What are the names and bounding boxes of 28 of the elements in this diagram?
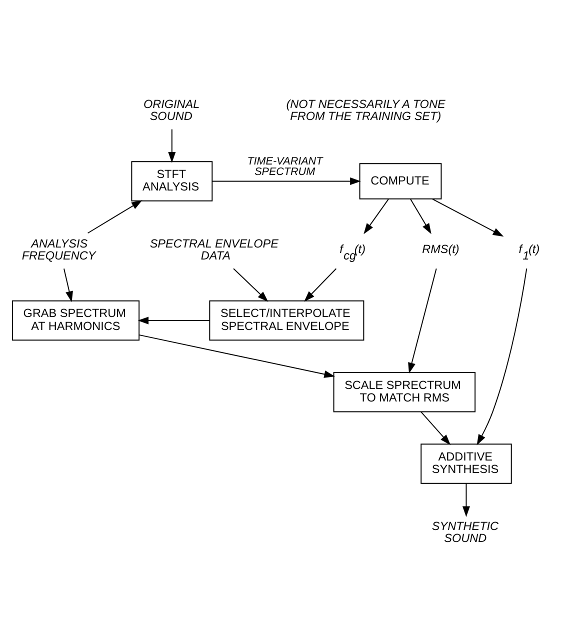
arrow — [168, 128, 176, 162]
arrow — [63, 268, 73, 302]
node-text: ANALYSIS FREQUENCY — [22, 237, 96, 262]
edge-label: TIME-VARIANT SPECTRUM — [247, 154, 323, 178]
label: (NOT NECESSARILY A TONE FROM THE TRAINING SET) — [286, 98, 446, 123]
node-text: RMS(t) — [422, 242, 460, 256]
node-box: SELECT/INTERPOLATE SPECTRAL ENVELOPE — [209, 300, 364, 340]
node-box: SCALE SPRECTRUM TO MATCH RMS — [333, 372, 476, 412]
arrow — [304, 268, 337, 302]
arrow — [138, 316, 210, 324]
node-text: SYNTHETIC SOUND — [432, 520, 499, 544]
arrow — [432, 198, 504, 236]
node-text: SPECTRAL ENVELOPE DATA — [150, 237, 278, 262]
arrow — [408, 268, 437, 374]
arrow — [420, 410, 451, 445]
arrow — [410, 198, 432, 234]
node-box: STFT ANALYSIS — [131, 160, 213, 201]
arrow — [364, 198, 390, 234]
arrow — [476, 268, 528, 445]
arrow — [87, 200, 142, 234]
node-box: GRAB SPECTRUM AT HARMONICS — [12, 300, 140, 340]
arrow — [138, 334, 335, 378]
arrow — [233, 268, 268, 302]
node-box: ADDITIVE SYNTHESIS — [420, 443, 512, 484]
node-text: ORIGINAL SOUND — [143, 98, 200, 123]
arrow — [462, 482, 470, 517]
arrow — [212, 176, 361, 185]
node-box: COMPUTE — [359, 162, 442, 199]
